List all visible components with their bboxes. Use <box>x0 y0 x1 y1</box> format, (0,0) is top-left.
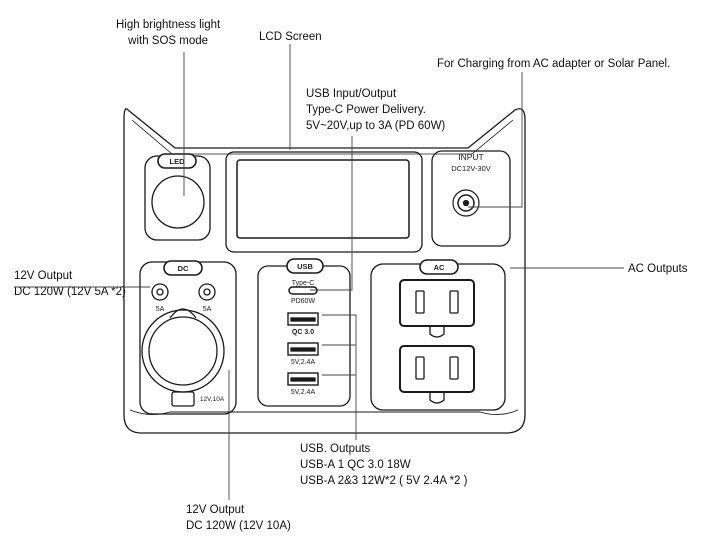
usb-a-port-2-tongue <box>290 347 316 352</box>
ac-outlet-1-slot-right <box>449 290 459 314</box>
callout-dc-left: 12V Output DC 120W (12V 5A *2) <box>14 268 126 300</box>
dc-input-port[interactable] <box>452 189 480 217</box>
usb-a-port-2[interactable] <box>287 342 319 356</box>
led-button[interactable] <box>157 153 197 169</box>
input-module <box>431 150 511 247</box>
callout-usb-io-line2: Type-C Power Delivery. <box>306 104 426 116</box>
ac-outlet-1-ground <box>429 326 445 338</box>
dc-input-port-pin <box>462 199 470 207</box>
leader-usb-io <box>310 136 353 291</box>
typec-port[interactable] <box>288 286 318 295</box>
panel-inner-outline <box>131 119 514 155</box>
usb-a-port-3[interactable] <box>287 372 319 386</box>
usb-a-port-1-tongue <box>290 317 316 322</box>
callout-dc-left-line1: 12V Output <box>14 270 73 282</box>
callout-usb-outputs: USB. Outputs USB-A 1 QC 3.0 18W USB-A 2&… <box>300 441 467 489</box>
callout-usb-outputs-line2: USB-A 1 QC 3.0 18W <box>300 459 411 471</box>
dc-input-port-inner <box>457 194 475 212</box>
callout-dc-bottom-line1: 12V Output <box>186 504 245 516</box>
callout-light: High brightness light with SOS mode <box>116 17 220 49</box>
dc-port-right-inner <box>203 288 211 296</box>
callout-light-line1: High brightness light <box>116 19 221 31</box>
callout-charging: For Charging from AC adapter or Solar Pa… <box>437 58 671 70</box>
usb-a-port-3-tongue <box>290 377 316 382</box>
callout-usb-io: USB Input/Output Type-C Power Delivery. … <box>306 86 445 134</box>
dc-button-label: DC <box>178 264 189 273</box>
ac-outlet-1[interactable] <box>399 279 475 327</box>
typec-label: Type-C <box>292 280 315 287</box>
leader-usb-outputs <box>322 314 357 440</box>
callout-lcd: LCD Screen <box>259 31 322 43</box>
dc-port-left-inner <box>156 288 164 296</box>
car-socket-inner <box>148 316 218 386</box>
callout-usb-outputs-line1: USB. Outputs <box>300 443 371 455</box>
callout-dc-left-line2: DC 120W (12V 5A *2) <box>14 286 126 298</box>
dc-port-right[interactable] <box>198 283 216 301</box>
typec-rating: PD60W <box>291 298 316 305</box>
dc-port-left-label: 5A <box>156 306 165 313</box>
callout-dc-bottom-line2: DC 120W (12V 10A) <box>186 520 291 532</box>
car-socket-rating: 12V,10A <box>200 396 225 403</box>
ac-button-label: AC <box>434 263 445 272</box>
input-title: INPUT <box>458 152 484 162</box>
panel-bottom-foot <box>129 409 519 415</box>
car-socket[interactable] <box>141 309 225 393</box>
ac-button[interactable] <box>419 259 459 275</box>
dc-port-right-label: 5A <box>203 306 212 313</box>
usb-button[interactable] <box>286 258 324 274</box>
leader-charging <box>468 72 523 208</box>
callout-usb-outputs-line3: USB-A 2&3 12W*2 ( 5V 2.4A *2 ) <box>300 475 468 487</box>
usb-button-label: USB <box>297 262 313 271</box>
ac-outlet-1-slot-left <box>415 290 425 314</box>
usb-port-1-label: QC 3.0 <box>292 329 314 336</box>
callout-usb-io-line3: 5V~20V,up to 3A (PD 60W) <box>306 120 446 132</box>
ac-outlet-2-ground <box>429 392 445 404</box>
led-button-label: LED <box>170 157 186 166</box>
lcd-screen <box>236 159 410 239</box>
dc-button[interactable] <box>163 260 203 276</box>
ac-outlet-2-slot-left <box>415 356 425 380</box>
callout-dc-bottom: 12V Output DC 120W (12V 10A) <box>186 502 291 534</box>
car-socket-cap-top <box>169 308 197 319</box>
input-range: DC12V-30V <box>451 164 491 173</box>
dc-port-left[interactable] <box>151 283 169 301</box>
usb-port-2-label: 5V,2.4A <box>291 359 316 366</box>
callout-light-line2: with SOS mode <box>128 35 209 47</box>
usb-a-port-1[interactable] <box>287 312 319 326</box>
ac-outlet-2[interactable] <box>399 345 475 393</box>
callout-ac-outputs: AC Outputs <box>628 263 688 275</box>
ac-outlet-2-slot-right <box>449 356 459 380</box>
car-socket-cap-bottom <box>171 391 195 407</box>
callout-usb-io-line1: USB Input/Output <box>306 88 397 100</box>
lcd-bezel <box>225 151 423 253</box>
usb-port-3-label: 5V,2.4A <box>291 389 316 396</box>
led-lamp <box>151 175 205 229</box>
